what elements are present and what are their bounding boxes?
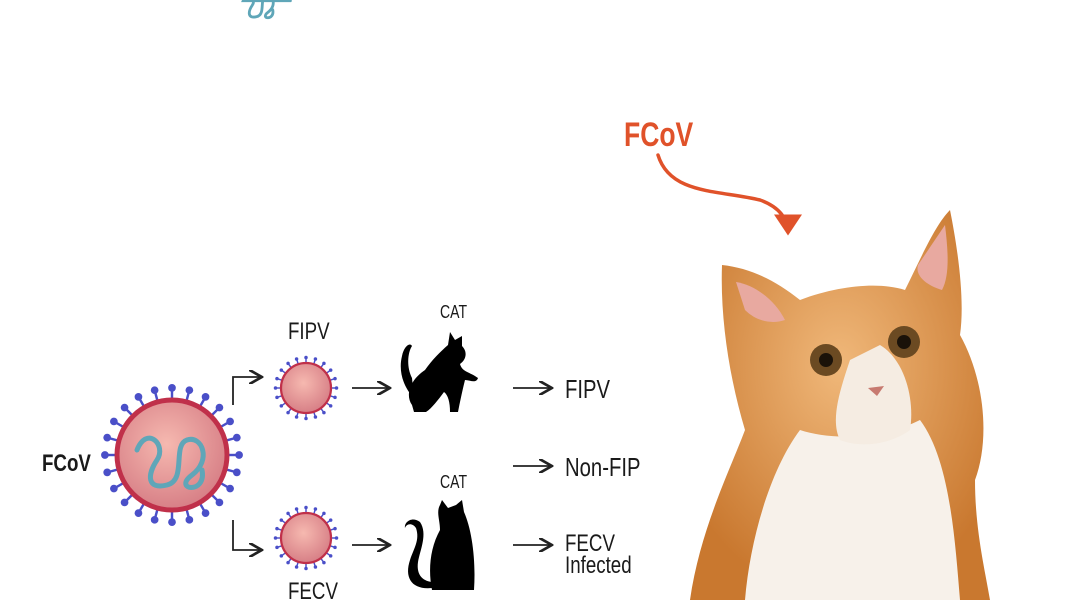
outcome-infected: Infected — [565, 552, 632, 579]
spike-tip — [232, 468, 241, 477]
spike-tip — [294, 357, 299, 361]
spike-tip — [304, 505, 308, 510]
cat-label-top: CAT — [440, 302, 468, 322]
spike-tip — [322, 560, 326, 565]
spike-tip — [313, 565, 318, 569]
spike-tip — [273, 536, 278, 540]
spike-tip — [201, 509, 210, 517]
cat-silhouette-top — [400, 332, 478, 412]
fcov-virus-large — [101, 384, 243, 526]
spike-tip — [275, 526, 279, 531]
fipv-virus-label: FIPV — [288, 318, 330, 345]
rna-strand — [241, 0, 292, 20]
spike-tip — [322, 361, 326, 366]
curved-pointer-arrow — [656, 153, 802, 236]
rna-strand — [134, 435, 206, 490]
fipv-virus-small — [273, 355, 339, 421]
arrow-to-fipv — [232, 377, 260, 405]
spike-tip — [120, 403, 129, 412]
spike-tip — [313, 415, 318, 419]
spike-tip — [328, 554, 333, 558]
spike-tip — [185, 386, 194, 395]
spike-tip — [304, 566, 308, 571]
branch-arrows — [232, 377, 550, 550]
fcov-photo-label: FCoV — [624, 116, 694, 154]
spike-tip — [110, 417, 118, 426]
outcome-fipv: FIPV — [565, 374, 611, 404]
virus-envelope — [279, 511, 333, 565]
spike-tip — [185, 515, 194, 524]
spike-tip — [275, 545, 279, 550]
spike-tip — [328, 368, 333, 372]
spike-tip — [286, 560, 290, 565]
virus-envelope — [279, 361, 333, 415]
spike-tip — [279, 554, 284, 558]
spike-tip — [304, 416, 308, 421]
spike-tip — [322, 410, 326, 415]
spike-tip — [313, 357, 318, 361]
fcov-left-label: FCoV — [42, 450, 91, 477]
spike-tip — [286, 410, 290, 415]
spike-tip — [275, 395, 279, 400]
spike-tip — [322, 511, 326, 516]
spike-tip — [275, 376, 279, 381]
spike-tip — [328, 404, 333, 408]
virus-envelope — [114, 397, 230, 513]
spike-tip — [134, 509, 143, 517]
spike-tip — [101, 451, 109, 459]
spike-tip — [333, 395, 337, 400]
spike-tip — [103, 433, 112, 442]
spike-tip — [279, 368, 284, 372]
spike-tip — [273, 386, 278, 390]
spike-tip — [120, 498, 129, 507]
spike-tip — [150, 515, 159, 524]
fecv-virus-small — [241, 0, 339, 571]
spike-tip — [333, 376, 337, 381]
spike-tip — [294, 565, 299, 569]
cat-silhouette-bottom — [404, 500, 475, 590]
spike-tip — [279, 404, 284, 408]
spike-tip — [215, 498, 224, 507]
spike-tip — [226, 417, 234, 426]
spike-tip — [232, 433, 241, 442]
spike-tip — [168, 384, 176, 392]
spike-tip — [235, 451, 243, 459]
spike-tip — [103, 468, 112, 477]
spike-tip — [333, 545, 337, 550]
spike-tip — [334, 536, 339, 540]
kitten-photo — [690, 210, 990, 600]
spike-tip — [328, 518, 333, 522]
cat-label-bottom: CAT — [440, 472, 468, 492]
spike-tip — [304, 355, 308, 360]
outcome-non-fip: Non-FIP — [565, 452, 641, 482]
spike-tip — [226, 484, 234, 493]
outcome-fecv: FECV — [565, 530, 615, 557]
fecv-virus-label: FECV — [288, 578, 338, 600]
spike-tip — [201, 393, 210, 401]
spike-tip — [150, 386, 159, 395]
arrow-to-fecv — [232, 520, 260, 550]
spike-tip — [168, 518, 176, 526]
spike-tip — [313, 507, 318, 511]
spike-tip — [294, 507, 299, 511]
spike-tip — [286, 361, 290, 366]
spike-tip — [134, 393, 143, 401]
spike-tip — [333, 526, 337, 531]
spike-tip — [110, 484, 118, 493]
spike-tip — [286, 511, 290, 516]
spike-tip — [334, 386, 339, 390]
spike-tip — [279, 518, 284, 522]
spike-tip — [294, 415, 299, 419]
spike-tip — [215, 403, 224, 412]
